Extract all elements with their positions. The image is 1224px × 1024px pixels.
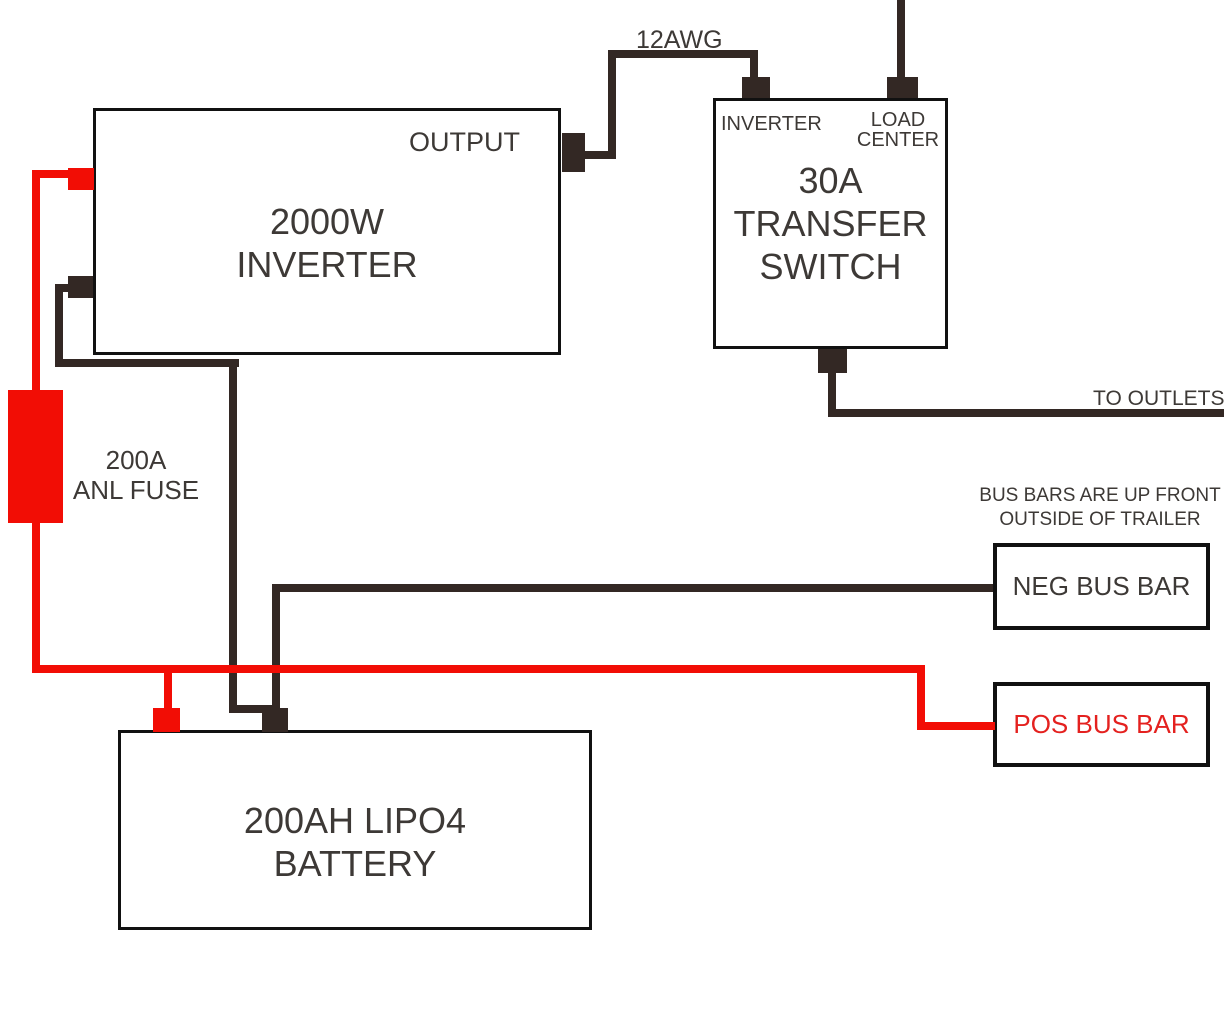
wire-neg-inverter-horizontal [55,359,239,367]
wire-neg-busbar-horizontal [272,584,993,592]
wire-neg-inverter-down [229,359,237,711]
pos-bus-bar-box: POS BUS BAR [993,682,1210,767]
wire-pos-main-horizontal [32,665,925,673]
neg-bus-bar-label: NEG BUS BAR [1012,571,1191,601]
inverter-output-label: OUTPUT [409,127,520,157]
inverter-negative-terminal [68,276,93,298]
pos-bus-bar-label: POS BUS BAR [1013,709,1190,739]
wire-pos-fuse-down [32,518,40,673]
wire-pos-inverter-horizontal [32,170,76,178]
inverter-output-terminal [562,133,585,172]
wire-pos-busbar-vertical [917,665,925,730]
wire-pos-inverter-vertical [32,170,40,394]
ts-inverter-terminal [742,77,770,98]
battery-positive-terminal [153,708,180,732]
ts-outlet-terminal [818,349,847,373]
neg-bus-bar-box: NEG BUS BAR [993,543,1210,630]
wire-ac-load-center-up [897,0,905,79]
wire-gauge-label: 12AWG [636,26,723,54]
ts-load-center-terminal [887,77,918,98]
wire-ac-12awg-horizontal [608,50,758,58]
wire-ac-ts-inverter-drop [750,52,758,80]
wire-ac-outlets-horizontal [828,409,1224,417]
anl-fuse-symbol [8,390,63,523]
battery-negative-terminal [262,708,288,732]
to-outlets-label: TO OUTLETS [1093,387,1224,410]
transfer-switch-box [713,98,948,349]
battery-box [118,730,592,930]
wire-ac-output-vertical [608,50,616,159]
wire-ac-output-horizontal [583,151,616,159]
wire-neg-inverter-vertical [55,284,63,367]
wire-neg-busbar-vertical [272,585,280,712]
wire-pos-battery-drop [164,671,172,711]
inverter-positive-terminal [68,168,94,190]
wire-neg-inverter-stub [55,284,73,292]
inverter-box [93,108,561,355]
transfer-switch-inverter-input-label: INVERTER [721,113,822,135]
wire-pos-busbar-horizontal [917,722,995,730]
wire-ac-outlets-vertical [828,371,836,417]
wire-neg-to-battery-terminal [229,705,279,713]
